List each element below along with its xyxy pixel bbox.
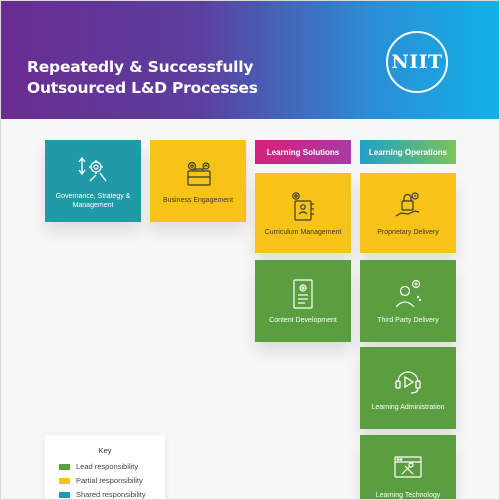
card-label: Proprietary Delivery [377, 229, 439, 236]
card-curriculum-management[interactable]: Curriculum Management [255, 173, 351, 253]
header-learning-operations: Learning Operations [360, 140, 456, 164]
key-label: Partial responsibility [76, 476, 143, 485]
card-label: Business Engagement [162, 197, 234, 204]
card-governance[interactable]: Governance, Strategy & Management [45, 140, 141, 222]
key-legend: Key Lead responsibility Partial responsi… [45, 435, 165, 499]
shared-swatch [59, 491, 70, 498]
key-item-lead: Lead responsibility [59, 462, 165, 471]
header-banner: Repeatedly & Successfully Outsourced L&D… [1, 1, 499, 119]
card-label: Learning Administration [371, 404, 445, 411]
page-title: Repeatedly & Successfully Outsourced L&D… [27, 58, 258, 97]
card-label: Learning Technology [375, 492, 441, 499]
card-content-development[interactable]: Content Development [255, 260, 351, 342]
header-learning-solutions: Learning Solutions [255, 140, 351, 164]
card-third-party-delivery[interactable]: Third Party Delivery [360, 260, 456, 342]
lock-hand-icon [395, 192, 420, 217]
logo-text: NIIT [391, 51, 443, 73]
card-label: Content Development [269, 317, 337, 324]
niit-logo: NIIT [386, 31, 448, 93]
key-label: Shared responsibility [76, 490, 146, 499]
briefcase-gear-icon [187, 161, 211, 186]
partial-swatch [59, 477, 70, 484]
key-item-shared: Shared responsibility [59, 490, 165, 499]
lead-swatch [59, 463, 70, 470]
key-title: Key [98, 446, 112, 455]
card-label: Third Party Delivery [377, 317, 439, 324]
gears-arrows-icon [78, 156, 107, 181]
card-business-engagement[interactable]: Business Engagement [150, 140, 246, 222]
card-label: Curriculum Management [264, 229, 342, 236]
content-document-icon [293, 279, 313, 309]
key-label: Lead responsibility [76, 462, 139, 471]
document-gear-icon [292, 192, 314, 221]
card-proprietary-delivery[interactable]: Proprietary Delivery [360, 173, 456, 253]
card-learning-technology[interactable]: Learning Technology [360, 435, 456, 499]
person-add-icon [395, 279, 422, 308]
card-learning-administration[interactable]: Learning Administration [360, 347, 456, 429]
headset-play-icon [395, 371, 421, 394]
card-label: Governance, Strategy & Management [55, 192, 131, 209]
key-item-partial: Partial responsibility [59, 476, 165, 485]
browser-tools-icon [394, 456, 422, 478]
